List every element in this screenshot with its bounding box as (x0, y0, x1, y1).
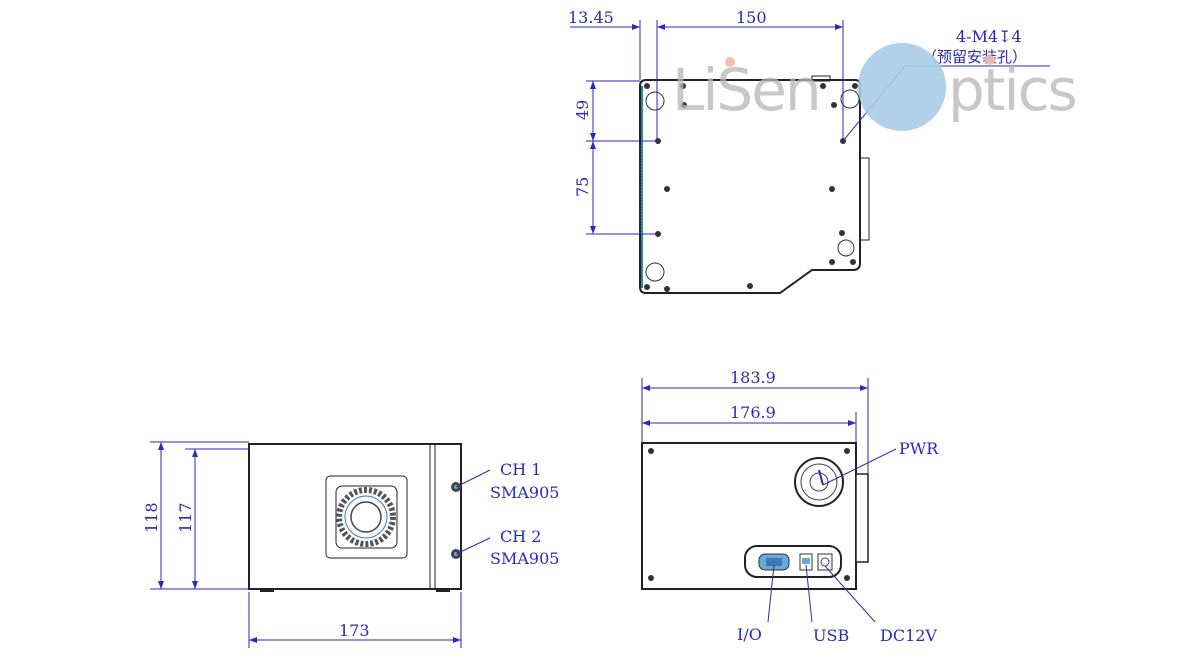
dim-body-width-176-9: 176.9 (730, 403, 776, 422)
front-view: PWR I/O USB DC12V 183.9 176.9 (641, 368, 939, 645)
dim-overall-width-183-9: 183.9 (730, 368, 776, 387)
top-view-corner-hole (645, 262, 665, 282)
ch1-connector: SMA905 (490, 483, 559, 502)
watermark-text-left: LiSen (672, 56, 820, 124)
ch2-connector: SMA905 (490, 549, 559, 568)
watermark-logo-circle (858, 43, 946, 131)
usb-leader (805, 564, 813, 623)
hole-callout-note: （预留安装孔） (922, 48, 1027, 66)
side-view-fan (325, 475, 408, 559)
company-watermark: LiSen ptics (672, 43, 1078, 131)
top-view-corner-hole (837, 239, 855, 257)
io-leader (767, 564, 775, 623)
side-view-dimensions (150, 441, 462, 648)
hole-callout-text: 4-M4↧4 (956, 27, 1022, 46)
pwr-leader (822, 448, 897, 486)
front-view-dimensions (641, 378, 869, 474)
front-view-side-port (855, 473, 869, 563)
dim-hole-spacing-75: 75 (573, 177, 592, 197)
usb-label: USB (813, 626, 849, 645)
top-view-mounting-holes (644, 83, 858, 292)
dim-height-118: 118 (142, 502, 161, 533)
dim-width-150: 150 (736, 8, 767, 27)
pwr-label: PWR (899, 439, 939, 458)
dim-depth-173: 173 (339, 621, 370, 640)
top-view-corner-hole (840, 89, 860, 109)
dim-height-117: 117 (176, 502, 195, 533)
io-label: I/O (737, 625, 762, 644)
dim-hole-spacing-49: 49 (573, 100, 592, 120)
ch1-label: CH 1 (500, 460, 541, 479)
dc-leader (824, 565, 876, 623)
top-view: 13.45 150 49 75 4-M4↧4 （预留安装孔） (568, 8, 1050, 294)
top-view-notch (811, 75, 831, 82)
ch2-label: CH 2 (500, 527, 541, 546)
watermark-logo-dot (725, 57, 735, 67)
top-view-dimensions (570, 20, 844, 235)
power-knob (794, 457, 844, 507)
side-view: CH 1 SMA905 CH 2 SMA905 118 117 173 (142, 441, 559, 648)
top-view-side-port (859, 157, 870, 241)
dim-offset-13-45: 13.45 (568, 8, 614, 27)
front-view-corner-screws (648, 448, 850, 581)
dc12v-label: DC12V (880, 626, 937, 645)
top-view-corner-hole (645, 91, 665, 111)
watermark-text-right: ptics (948, 56, 1076, 124)
